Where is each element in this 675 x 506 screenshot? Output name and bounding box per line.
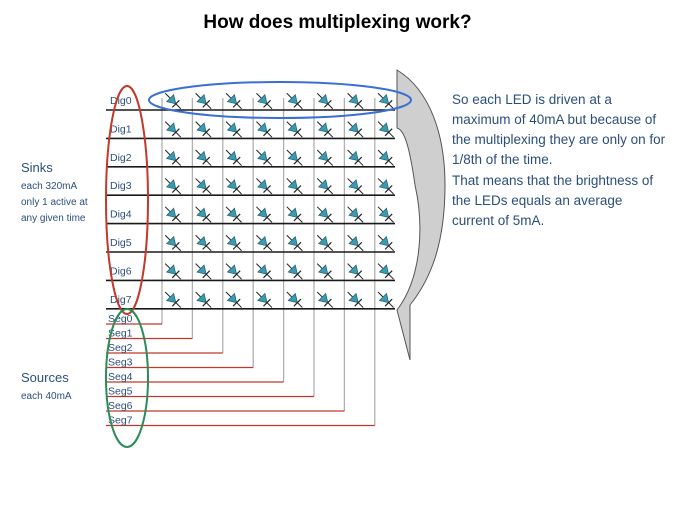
led-diode-icon [347, 121, 364, 138]
explanation-paragraph-2: That means that the brightness of the LE… [452, 173, 654, 228]
led-diode-icon [256, 291, 273, 308]
segment-label: Seg5 [108, 386, 133, 398]
explanation-text: So each LED is driven at a maximum of 40… [452, 90, 667, 232]
led-diode-icon [347, 291, 364, 308]
sinks-line-1: each 320mA [21, 181, 78, 192]
led-diode-icon [286, 92, 303, 110]
led-diode-icon [195, 178, 212, 195]
led-diode-icon [164, 121, 182, 138]
digit-label: Dig1 [110, 123, 132, 135]
led-diode-icon [225, 234, 242, 252]
digit-label: Dig2 [110, 152, 132, 164]
led-diode-icon [377, 263, 394, 280]
page-title: How does multiplexing work? [203, 12, 472, 33]
led-diode-icon [316, 234, 334, 252]
led-diode-icon [316, 263, 334, 280]
led-diode-icon [195, 206, 212, 223]
led-diode-icon [256, 149, 273, 166]
segment-label: Seg2 [108, 342, 133, 354]
led-diode-icon [286, 121, 303, 138]
source-ellipse [105, 308, 149, 448]
led-diode-icon [195, 121, 212, 138]
led-diode-icon [195, 149, 212, 166]
led-diode-icon [347, 92, 364, 110]
led-diode-icon [347, 149, 364, 166]
led-diode-icon [225, 291, 242, 308]
led-diode-icon [316, 149, 334, 166]
led-diode-icon [256, 178, 273, 195]
led-diode-icon [164, 263, 182, 280]
led-diode-icon [377, 291, 394, 308]
led-diode-icon [377, 92, 394, 110]
led-diode-icon [286, 206, 303, 223]
led-diode-icon [195, 291, 212, 308]
led-diode-icon [286, 291, 303, 308]
digit-label: Dig7 [110, 294, 132, 306]
led-diode-icon [347, 263, 364, 280]
led-diode-icon [316, 121, 334, 138]
led-diode-icon [377, 206, 394, 223]
sources-line-1: each 40mA [21, 391, 72, 402]
led-diode-icon [286, 178, 303, 195]
led-diode-icon [286, 149, 303, 166]
led-diode-icon [256, 263, 273, 280]
segment-label: Seg4 [108, 371, 133, 383]
segment-label: Seg1 [108, 328, 133, 340]
sink-ellipse [105, 85, 149, 315]
segment-label: Seg0 [108, 313, 133, 325]
led-diode-icon [256, 92, 273, 110]
sinks-heading: Sinks [21, 160, 53, 175]
led-diode-icon [377, 149, 394, 166]
digit-label: Dig4 [110, 209, 132, 221]
digit-label: Dig0 [110, 95, 132, 107]
led-diode-icon [347, 234, 364, 252]
led-diode-icon [377, 234, 394, 252]
led-diode-icon [225, 121, 242, 138]
led-diode-icon [316, 206, 334, 223]
led-diode-icon [164, 92, 182, 110]
digit-label: Dig6 [110, 265, 132, 277]
led-diode-icon [256, 234, 273, 252]
segment-label: Seg7 [108, 415, 133, 427]
led-diode-icon [347, 178, 364, 195]
curved-arrow-icon [396, 69, 446, 361]
sinks-line-3: any given time [21, 213, 86, 224]
digit-label: Dig3 [110, 180, 132, 192]
led-diode-icon [316, 291, 334, 308]
led-diode-icon [164, 206, 182, 223]
sources-heading: Sources [21, 370, 69, 385]
led-diode-icon [164, 178, 182, 195]
segment-label: Seg3 [108, 357, 133, 369]
led-diode-icon [164, 149, 182, 166]
led-diode-icon [256, 206, 273, 223]
explanation-paragraph-1: So each LED is driven at a maximum of 40… [452, 92, 666, 167]
digit-label: Dig5 [110, 237, 132, 249]
led-diode-icon [377, 178, 394, 195]
segment-label: Seg6 [108, 400, 133, 412]
led-diode-icon [316, 178, 334, 195]
led-diode-icon [225, 92, 242, 110]
row-highlight-ellipse [148, 81, 412, 119]
led-diode-icon [195, 234, 212, 252]
sinks-line-2: only 1 active at [21, 197, 88, 208]
led-diode-icon [225, 206, 242, 223]
led-diode-icon [377, 121, 394, 138]
led-diode-icon [316, 92, 334, 110]
led-diode-icon [164, 234, 182, 252]
led-diode-icon [225, 178, 242, 195]
led-diode-icon [164, 291, 182, 308]
led-diode-icon [286, 263, 303, 280]
led-diode-icon [347, 206, 364, 223]
led-diode-icon [195, 263, 212, 280]
led-diode-icon [195, 92, 212, 110]
led-diode-icon [225, 149, 242, 166]
led-diode-icon [286, 234, 303, 252]
led-diode-icon [225, 263, 242, 280]
led-diode-icon [256, 121, 273, 138]
